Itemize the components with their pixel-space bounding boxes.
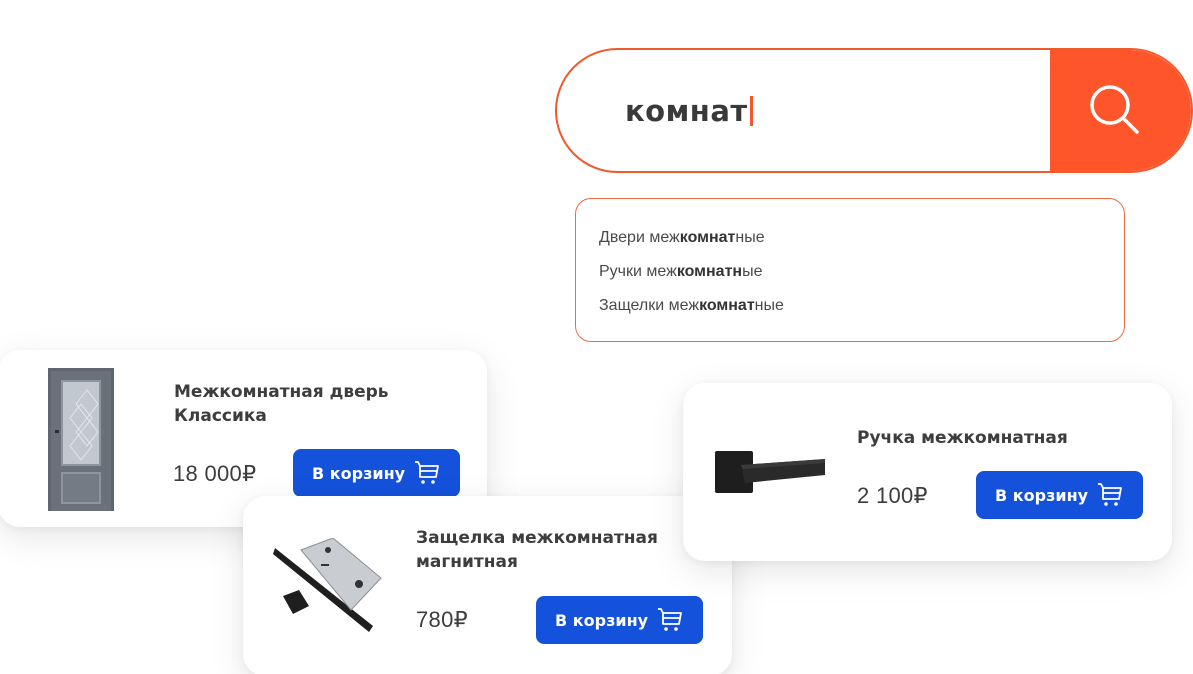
handle-image (715, 451, 825, 493)
product-price: 18 000₽ (173, 461, 257, 486)
latch-image (273, 538, 382, 632)
product-card-latch[interactable]: Защелка межкомнатная магнитная 780₽ В ко… (243, 496, 732, 674)
suggestion-item[interactable]: Ручки межкомнатные (599, 263, 763, 280)
product-price: 2 100₽ (857, 483, 928, 508)
search-query: комнат (625, 93, 748, 128)
add-to-cart-button[interactable]: В корзину (536, 596, 703, 644)
search-suggestions: Двери межкомнатные Ручки межкомнатные За… (575, 198, 1125, 342)
suggestion-item[interactable]: Защелки межкомнатные (599, 297, 784, 314)
search-input[interactable]: комнат (625, 50, 1045, 171)
product-title[interactable]: Межкомнатная дверь Классика (174, 382, 389, 426)
add-to-cart-button[interactable]: В корзину (976, 471, 1143, 519)
product-title[interactable]: Защелка межкомнатная магнитная (416, 528, 658, 572)
product-title[interactable]: Ручка межкомнатная (857, 428, 1068, 448)
product-price: 780₽ (416, 607, 468, 632)
door-image (48, 368, 114, 511)
search-button[interactable] (1050, 50, 1191, 171)
suggestion-item[interactable]: Двери межкомнатные (599, 229, 765, 246)
add-to-cart-button[interactable]: В корзину (293, 449, 460, 497)
cart-icon (658, 608, 682, 631)
cart-icon (415, 461, 439, 484)
search-bar: комнат (555, 48, 1193, 173)
search-icon (1089, 84, 1139, 134)
product-card-handle[interactable]: Ручка межкомнатная 2 100₽ В корзину (683, 383, 1172, 561)
cart-icon (1098, 483, 1122, 506)
text-caret (749, 95, 753, 126)
